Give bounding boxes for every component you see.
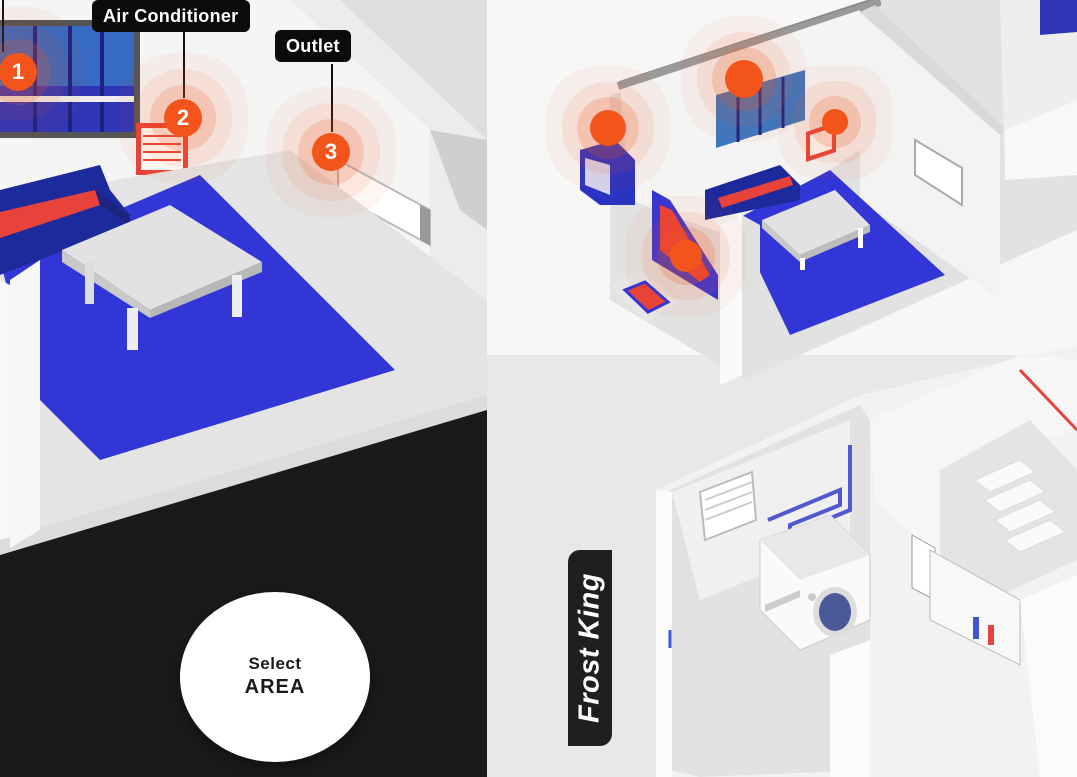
callout-stem-2 [183, 32, 185, 98]
overview-hotspot-cabinet[interactable] [590, 110, 626, 146]
select-area-line1: Select [248, 654, 302, 673]
hotspot-3-number: 3 [324, 139, 338, 164]
left-bedroom-panel [0, 0, 487, 777]
brand-badge: Frost King [568, 550, 612, 746]
brand-name: Frost King [573, 573, 606, 723]
hotspot-3-label: Outlet [286, 36, 340, 56]
select-area-line2: AREA [244, 676, 306, 698]
sofa [0, 165, 130, 275]
overview-hotspot-ac[interactable] [822, 109, 848, 135]
basement [656, 345, 1077, 777]
hotspot-2-marker[interactable]: 2 [164, 99, 202, 137]
overview-hotspot-door[interactable] [670, 240, 702, 272]
right-overview-panel [487, 0, 1077, 777]
hotspot-3-marker[interactable]: 3 [312, 133, 350, 171]
coffee-table [62, 205, 262, 350]
callout-stem-1 [2, 0, 4, 52]
hotspot-2-label: Air Conditioner [103, 6, 239, 26]
hotspot-1-number: 1 [11, 59, 25, 84]
select-area-button[interactable]: Select AREA [180, 592, 370, 762]
hotspot-3-tag[interactable]: Outlet [275, 30, 351, 62]
hotspot-1-marker[interactable]: 1 [0, 53, 37, 91]
callout-stem-3 [331, 64, 333, 132]
ac-vent [136, 123, 188, 175]
hotspot-2-tag[interactable]: Air Conditioner [92, 0, 250, 32]
hotspot-2-number: 2 [176, 105, 190, 130]
overview-hotspot-window[interactable] [725, 60, 763, 98]
overview-cabinet [580, 140, 635, 205]
wall-outlet [337, 158, 431, 247]
